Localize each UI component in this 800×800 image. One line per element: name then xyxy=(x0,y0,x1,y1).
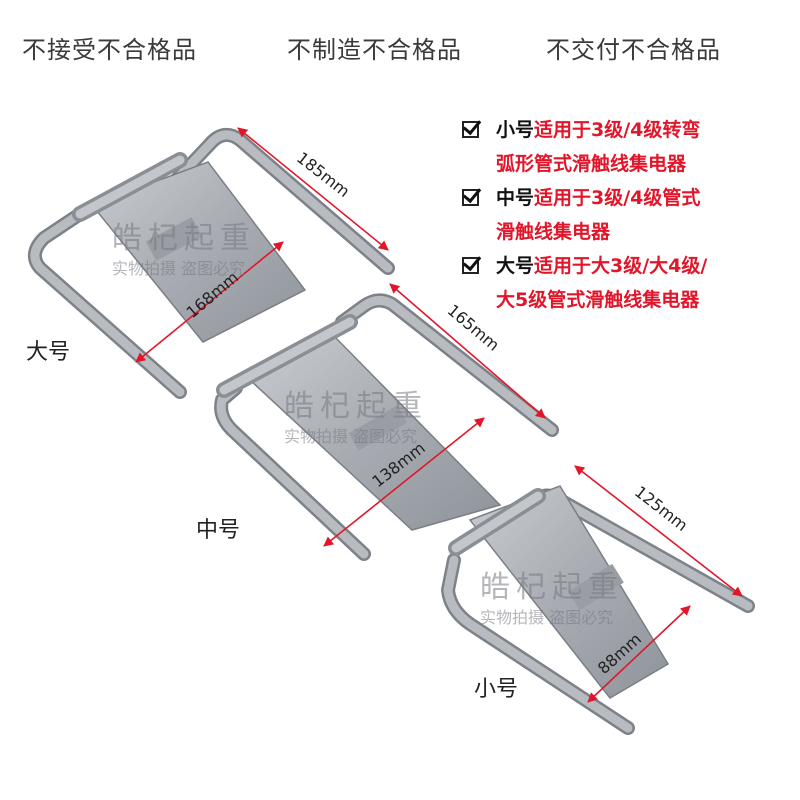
medium-size-label: 中号 xyxy=(196,518,241,543)
spec-size: 中号 xyxy=(496,187,535,209)
small-length-label: 125mm xyxy=(631,482,691,535)
spec-desc: 适用于3级/4级转弯 xyxy=(534,119,701,141)
large-width-dimension xyxy=(135,241,284,363)
medium-width-dimension xyxy=(323,417,485,547)
spec-item-medium: 中号适用于3级/4级管式 滑触线集电器 xyxy=(462,181,798,249)
small-size-label: 小号 xyxy=(474,677,519,702)
spec-desc-cont: 弧形管式滑触线集电器 xyxy=(496,153,687,175)
spec-item-large: 大号适用于大3级/大4级/ 大5级管式滑触线集电器 xyxy=(462,249,798,317)
checkbox-icon xyxy=(462,257,479,274)
spec-list: 小号适用于3级/4级转弯 弧形管式滑触线集电器 中号适用于3级/4级管式 滑触线… xyxy=(462,113,798,317)
slogan-1: 不接受不合格品 xyxy=(22,36,197,64)
large-size-label: 大号 xyxy=(26,340,71,365)
spec-desc-cont: 大5级管式滑触线集电器 xyxy=(496,289,700,311)
slogan-3: 不交付不合格品 xyxy=(546,36,721,64)
spec-desc-cont: 滑触线集电器 xyxy=(496,221,611,243)
large-length-dimension xyxy=(237,127,389,251)
checkbox-icon xyxy=(462,121,479,138)
spec-desc: 适用于3级/4级管式 xyxy=(534,187,701,209)
small-length-dimension xyxy=(574,465,743,597)
spec-size: 小号 xyxy=(496,119,535,141)
spec-item-small: 小号适用于3级/4级转弯 弧形管式滑触线集电器 xyxy=(462,113,798,181)
medium-length-dimension xyxy=(389,283,546,419)
slogan-banner: 不接受不合格品 不制造不合格品 不交付不合格品 xyxy=(0,30,800,70)
small-width-dimension xyxy=(587,605,691,703)
spec-size: 大号 xyxy=(496,255,535,277)
checkbox-icon xyxy=(462,189,479,206)
spec-desc: 适用于大3级/大4级/ xyxy=(534,255,708,277)
slogan-2: 不制造不合格品 xyxy=(287,36,462,64)
